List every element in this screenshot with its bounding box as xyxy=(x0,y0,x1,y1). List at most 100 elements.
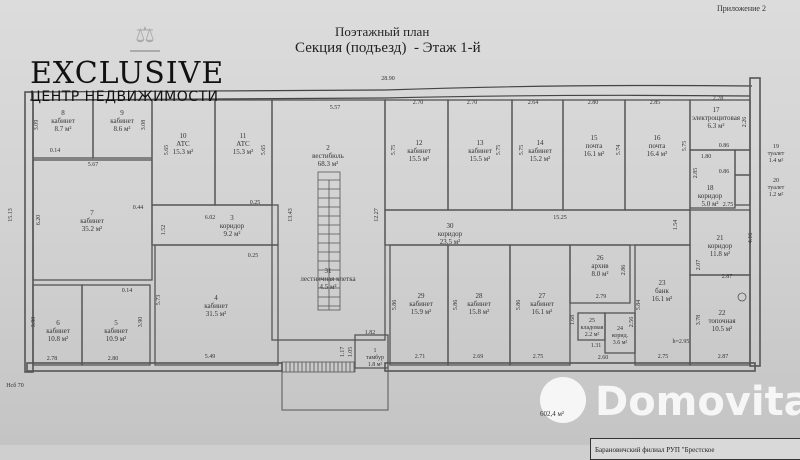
plan-subtitle: Секция (подъезд) - Этаж 1-й xyxy=(295,40,481,56)
room-number: 17 xyxy=(713,106,721,114)
footer-note-box: Барановичский филиал РУП "Брестское xyxy=(590,438,800,460)
room-number: 14 xyxy=(537,139,545,147)
room-number: 7 xyxy=(90,209,94,217)
room-outline xyxy=(689,274,751,366)
room-name: кладовая xyxy=(581,325,604,331)
room-number: 31 xyxy=(325,267,333,275)
room-area: 9.2 м² xyxy=(223,230,240,238)
room-name: почта xyxy=(586,142,604,150)
room-area: 6.3 м² xyxy=(707,122,724,130)
room-name: кабинет xyxy=(80,217,104,225)
room-area: 4.5 м² xyxy=(319,283,336,291)
room-name: топочная xyxy=(708,317,736,325)
dimension-label: 5.57 xyxy=(330,105,341,111)
room-name: электрощитовая xyxy=(692,114,741,122)
room-area: 15.5 м² xyxy=(409,155,430,163)
room-outline xyxy=(734,149,751,176)
room-outline xyxy=(81,284,151,366)
room-number: 10 xyxy=(180,132,188,140)
room-name: кабинет xyxy=(51,117,75,125)
room-area: 10.5 м² xyxy=(712,325,733,333)
dimension-label: 13.43 xyxy=(288,208,294,222)
room-number: 15 xyxy=(591,134,599,142)
room-name: коридор xyxy=(698,192,723,200)
dimension-label: 3.90 xyxy=(138,317,144,328)
room-name: коридор xyxy=(220,222,245,230)
room-area: 23.5 м² xyxy=(440,238,461,246)
dimension-label: 5.75 xyxy=(391,145,397,156)
dimension-label: 2.78 xyxy=(47,356,58,362)
room-name: туалет xyxy=(768,151,785,157)
room-name: кабинет xyxy=(104,327,128,335)
dimension-label: 2.87 xyxy=(718,354,729,360)
dimension-label: 2.80 xyxy=(108,356,119,362)
stairs xyxy=(281,171,747,373)
room-number: 4 xyxy=(214,294,218,302)
room-number: 24 xyxy=(617,326,623,332)
room-area: 15.3 м² xyxy=(173,148,194,156)
room-area: 1.8 м² xyxy=(368,362,383,368)
dimension-label: 1.54 xyxy=(673,220,679,231)
room-name: кабинет xyxy=(530,300,554,308)
dimension-label: 0.86 xyxy=(719,169,730,175)
dimension-label: 1.80 xyxy=(701,154,712,160)
room-outline xyxy=(634,244,691,366)
dimension-label: 2.75 xyxy=(723,202,734,208)
dimension-label: 5.65 xyxy=(164,145,170,156)
dimension-label: 4.16 xyxy=(748,233,754,244)
dimension-label: 5.67 xyxy=(88,162,99,168)
room-area: 15.9 м² xyxy=(411,308,432,316)
dimension-label: 2.87 xyxy=(722,274,733,280)
room-area: 15.5 м² xyxy=(470,155,491,163)
room-name: архив xyxy=(591,262,609,270)
dimension-label: 0.25 xyxy=(248,253,259,259)
dimension-label: 5.74 xyxy=(616,145,622,156)
entrance-steps xyxy=(281,361,356,373)
dimension-label: 0.86 xyxy=(719,143,730,149)
room-number: 28 xyxy=(476,292,484,300)
room-name: АТС xyxy=(236,140,250,148)
dimension-label: 3.78 xyxy=(696,315,702,326)
exclusive-logo-text: EXCLUSIVE xyxy=(30,56,225,91)
dimension-label: Нсб 70 xyxy=(6,382,24,389)
room-number: 3 xyxy=(230,214,234,222)
dimension-label: 1.05 xyxy=(348,347,354,358)
room-number: 20 xyxy=(773,178,779,184)
room-area: 10.8 м² xyxy=(48,335,69,343)
outer-wall-top xyxy=(29,84,753,93)
room-area: 8.7 м² xyxy=(54,125,71,133)
dimension-label: 0.25 xyxy=(250,200,261,206)
total-area: 602,4 м² xyxy=(540,410,565,418)
dimension-label: 6.20 xyxy=(36,215,42,226)
room-name: лестничная клетка xyxy=(300,275,356,283)
room-name: кабинет xyxy=(409,300,433,308)
room-name: кабинет xyxy=(204,302,228,310)
room-name: кабинет xyxy=(407,147,431,155)
room-area: 1.4 м² xyxy=(769,158,784,164)
room-area: 2.2 м² xyxy=(585,332,600,338)
domovita-logo-icon xyxy=(540,377,586,423)
room-area: 15.3 м² xyxy=(233,148,254,156)
dimension-label: 2.60 xyxy=(598,355,609,361)
dimension-label: 15.13 xyxy=(8,208,14,222)
room-name: АТС xyxy=(176,140,190,148)
room-number: 11 xyxy=(240,132,247,140)
dimension-label: 0.44 xyxy=(133,205,144,211)
